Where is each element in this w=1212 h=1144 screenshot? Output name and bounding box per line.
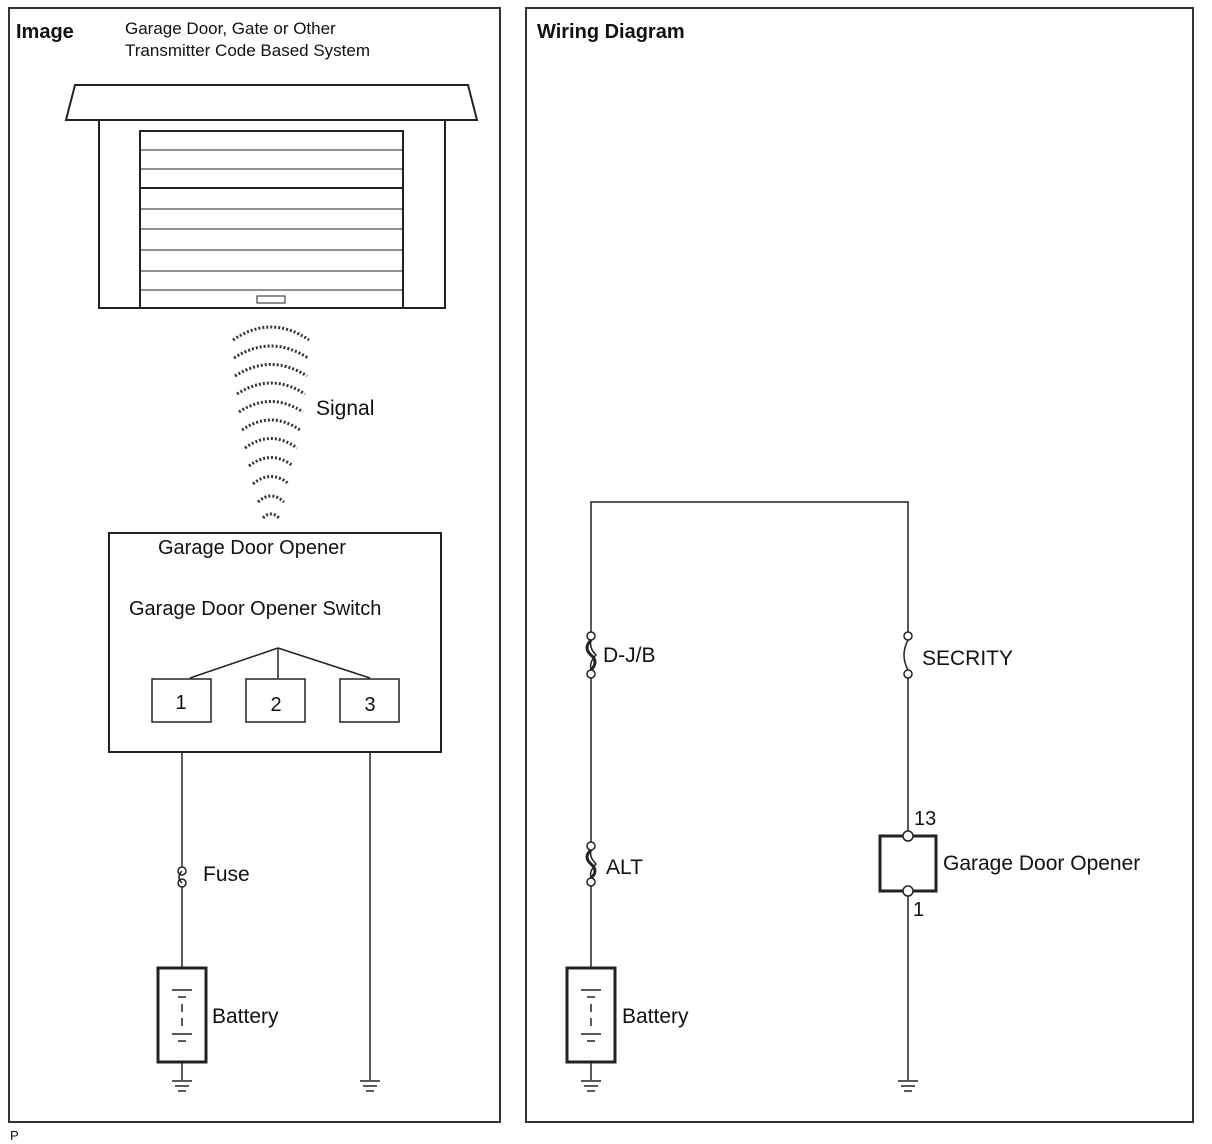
svg-text:3: 3 bbox=[364, 694, 375, 716]
image-panel-subtitle-1: Garage Door, Gate or Other bbox=[125, 19, 336, 38]
fusible-link-alt-icon bbox=[585, 841, 598, 887]
opener-pins bbox=[902, 830, 914, 897]
image-panel-title: Image bbox=[16, 21, 74, 43]
fuse-secrity-label: SECRITY bbox=[922, 647, 1013, 670]
wiring-panel-frame bbox=[525, 7, 1194, 1123]
fusible-link-djb-icon bbox=[585, 631, 598, 679]
pin-13-label: 13 bbox=[914, 808, 936, 830]
wiring-ground-icon-right bbox=[898, 1080, 918, 1092]
switch-button-1: 1 bbox=[151, 678, 212, 723]
fuse-icon bbox=[177, 866, 187, 888]
wiring-battery-icon bbox=[565, 966, 617, 1064]
garage-roof bbox=[64, 84, 479, 121]
switch-button-2: 2 bbox=[245, 678, 306, 723]
garage-door bbox=[139, 130, 404, 309]
battery-label: Battery bbox=[212, 1005, 279, 1028]
svg-text:1: 1 bbox=[175, 692, 186, 714]
opener-box-title: Garage Door Opener bbox=[158, 537, 346, 559]
opener-switch-label: Garage Door Opener Switch bbox=[129, 598, 381, 620]
image-panel-frame bbox=[8, 7, 501, 1123]
signal-label: Signal bbox=[316, 397, 374, 420]
wiring-battery-label: Battery bbox=[622, 1005, 689, 1028]
pin-1-terminal bbox=[902, 885, 914, 897]
wiring-opener-label: Garage Door Opener bbox=[943, 852, 1140, 875]
switch-button-3: 3 bbox=[339, 678, 400, 723]
wiring-wires bbox=[590, 501, 909, 1080]
wiring-panel-title: Wiring Diagram bbox=[537, 21, 685, 43]
garage-door-panels bbox=[140, 149, 403, 291]
garage-door-handle bbox=[256, 295, 286, 304]
wiring-ground-icon-left bbox=[581, 1080, 601, 1092]
ground-icon-right bbox=[360, 1080, 380, 1092]
fuse-secrity-icon bbox=[903, 631, 913, 679]
pin-1-label: 1 bbox=[913, 899, 924, 921]
footer-code: P bbox=[10, 1128, 19, 1143]
image-panel-subtitle-2: Transmitter Code Based System bbox=[125, 41, 370, 60]
fuse-alt-label: ALT bbox=[606, 856, 643, 879]
opener-box bbox=[108, 532, 442, 753]
signal-waves-icon bbox=[232, 325, 310, 520]
wiring-opener-component bbox=[878, 834, 938, 893]
fuse-label: Fuse bbox=[203, 863, 250, 886]
image-circuit-wires bbox=[181, 752, 371, 1080]
switch-branch-lines bbox=[189, 647, 371, 679]
garage-wall bbox=[98, 119, 446, 309]
ground-icon-left bbox=[172, 1080, 192, 1092]
battery-icon bbox=[156, 966, 208, 1064]
pin-13-terminal bbox=[902, 830, 914, 842]
garage-illustration bbox=[64, 84, 479, 309]
fuse-djb-label: D-J/B bbox=[603, 644, 656, 667]
svg-text:2: 2 bbox=[270, 694, 281, 716]
